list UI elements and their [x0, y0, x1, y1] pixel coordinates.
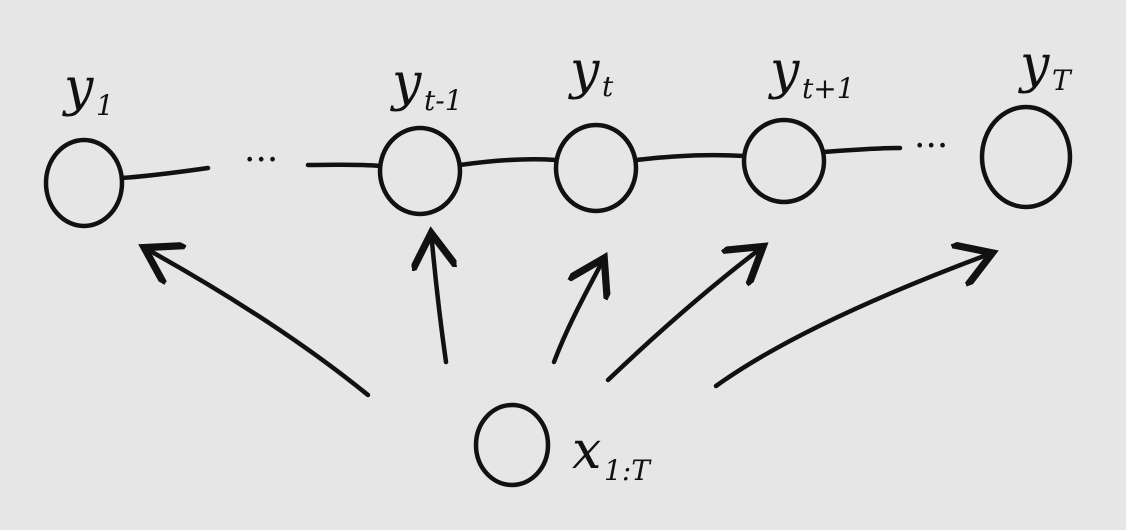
- svg-text:y: y: [568, 41, 600, 101]
- svg-text:y: y: [1018, 35, 1050, 95]
- edge-ytm1-left: [305, 162, 383, 169]
- svg-text:t+1: t+1: [802, 72, 855, 105]
- label-y-t-minus-1: y t-1: [390, 53, 463, 117]
- node-x: [473, 402, 551, 488]
- svg-text:t: t: [602, 70, 614, 103]
- svg-text:1:T: 1:T: [604, 454, 652, 487]
- edge-yt-ytp1: [633, 152, 747, 163]
- svg-text:y: y: [768, 41, 800, 101]
- svg-text:1: 1: [96, 89, 114, 122]
- node-y-t: [553, 122, 639, 214]
- node-y-t-minus-1: [377, 125, 463, 217]
- label-y1: y 1: [62, 58, 114, 122]
- arrow-x-to-ytp1: [605, 252, 756, 383]
- arrow-x-to-yt: [551, 266, 600, 365]
- ellipsis-left: ···: [244, 140, 278, 181]
- svg-text:T: T: [1052, 64, 1073, 97]
- edge-ytm1-yt: [457, 157, 559, 168]
- label-y-t-plus-1: y t+1: [768, 41, 855, 105]
- svg-text:y: y: [390, 53, 422, 113]
- edge-y1-right: [119, 165, 211, 181]
- arrow-x-to-y1: [152, 252, 371, 398]
- svg-text:x: x: [572, 421, 601, 481]
- node-y-T: [979, 104, 1073, 210]
- ellipsis-right: ···: [914, 126, 948, 167]
- svg-text:t-1: t-1: [424, 84, 463, 117]
- label-y-T: y T: [1018, 35, 1073, 97]
- svg-text:y: y: [62, 58, 94, 118]
- arrow-x-to-ytm1: [432, 242, 446, 365]
- edge-ytp1-right: [821, 145, 903, 155]
- label-y-t: y t: [568, 41, 614, 103]
- arrow-x-to-yT: [713, 256, 984, 389]
- label-x: x 1:T: [572, 421, 652, 487]
- node-y-t-plus-1: [741, 117, 827, 205]
- node-y1: [43, 137, 125, 229]
